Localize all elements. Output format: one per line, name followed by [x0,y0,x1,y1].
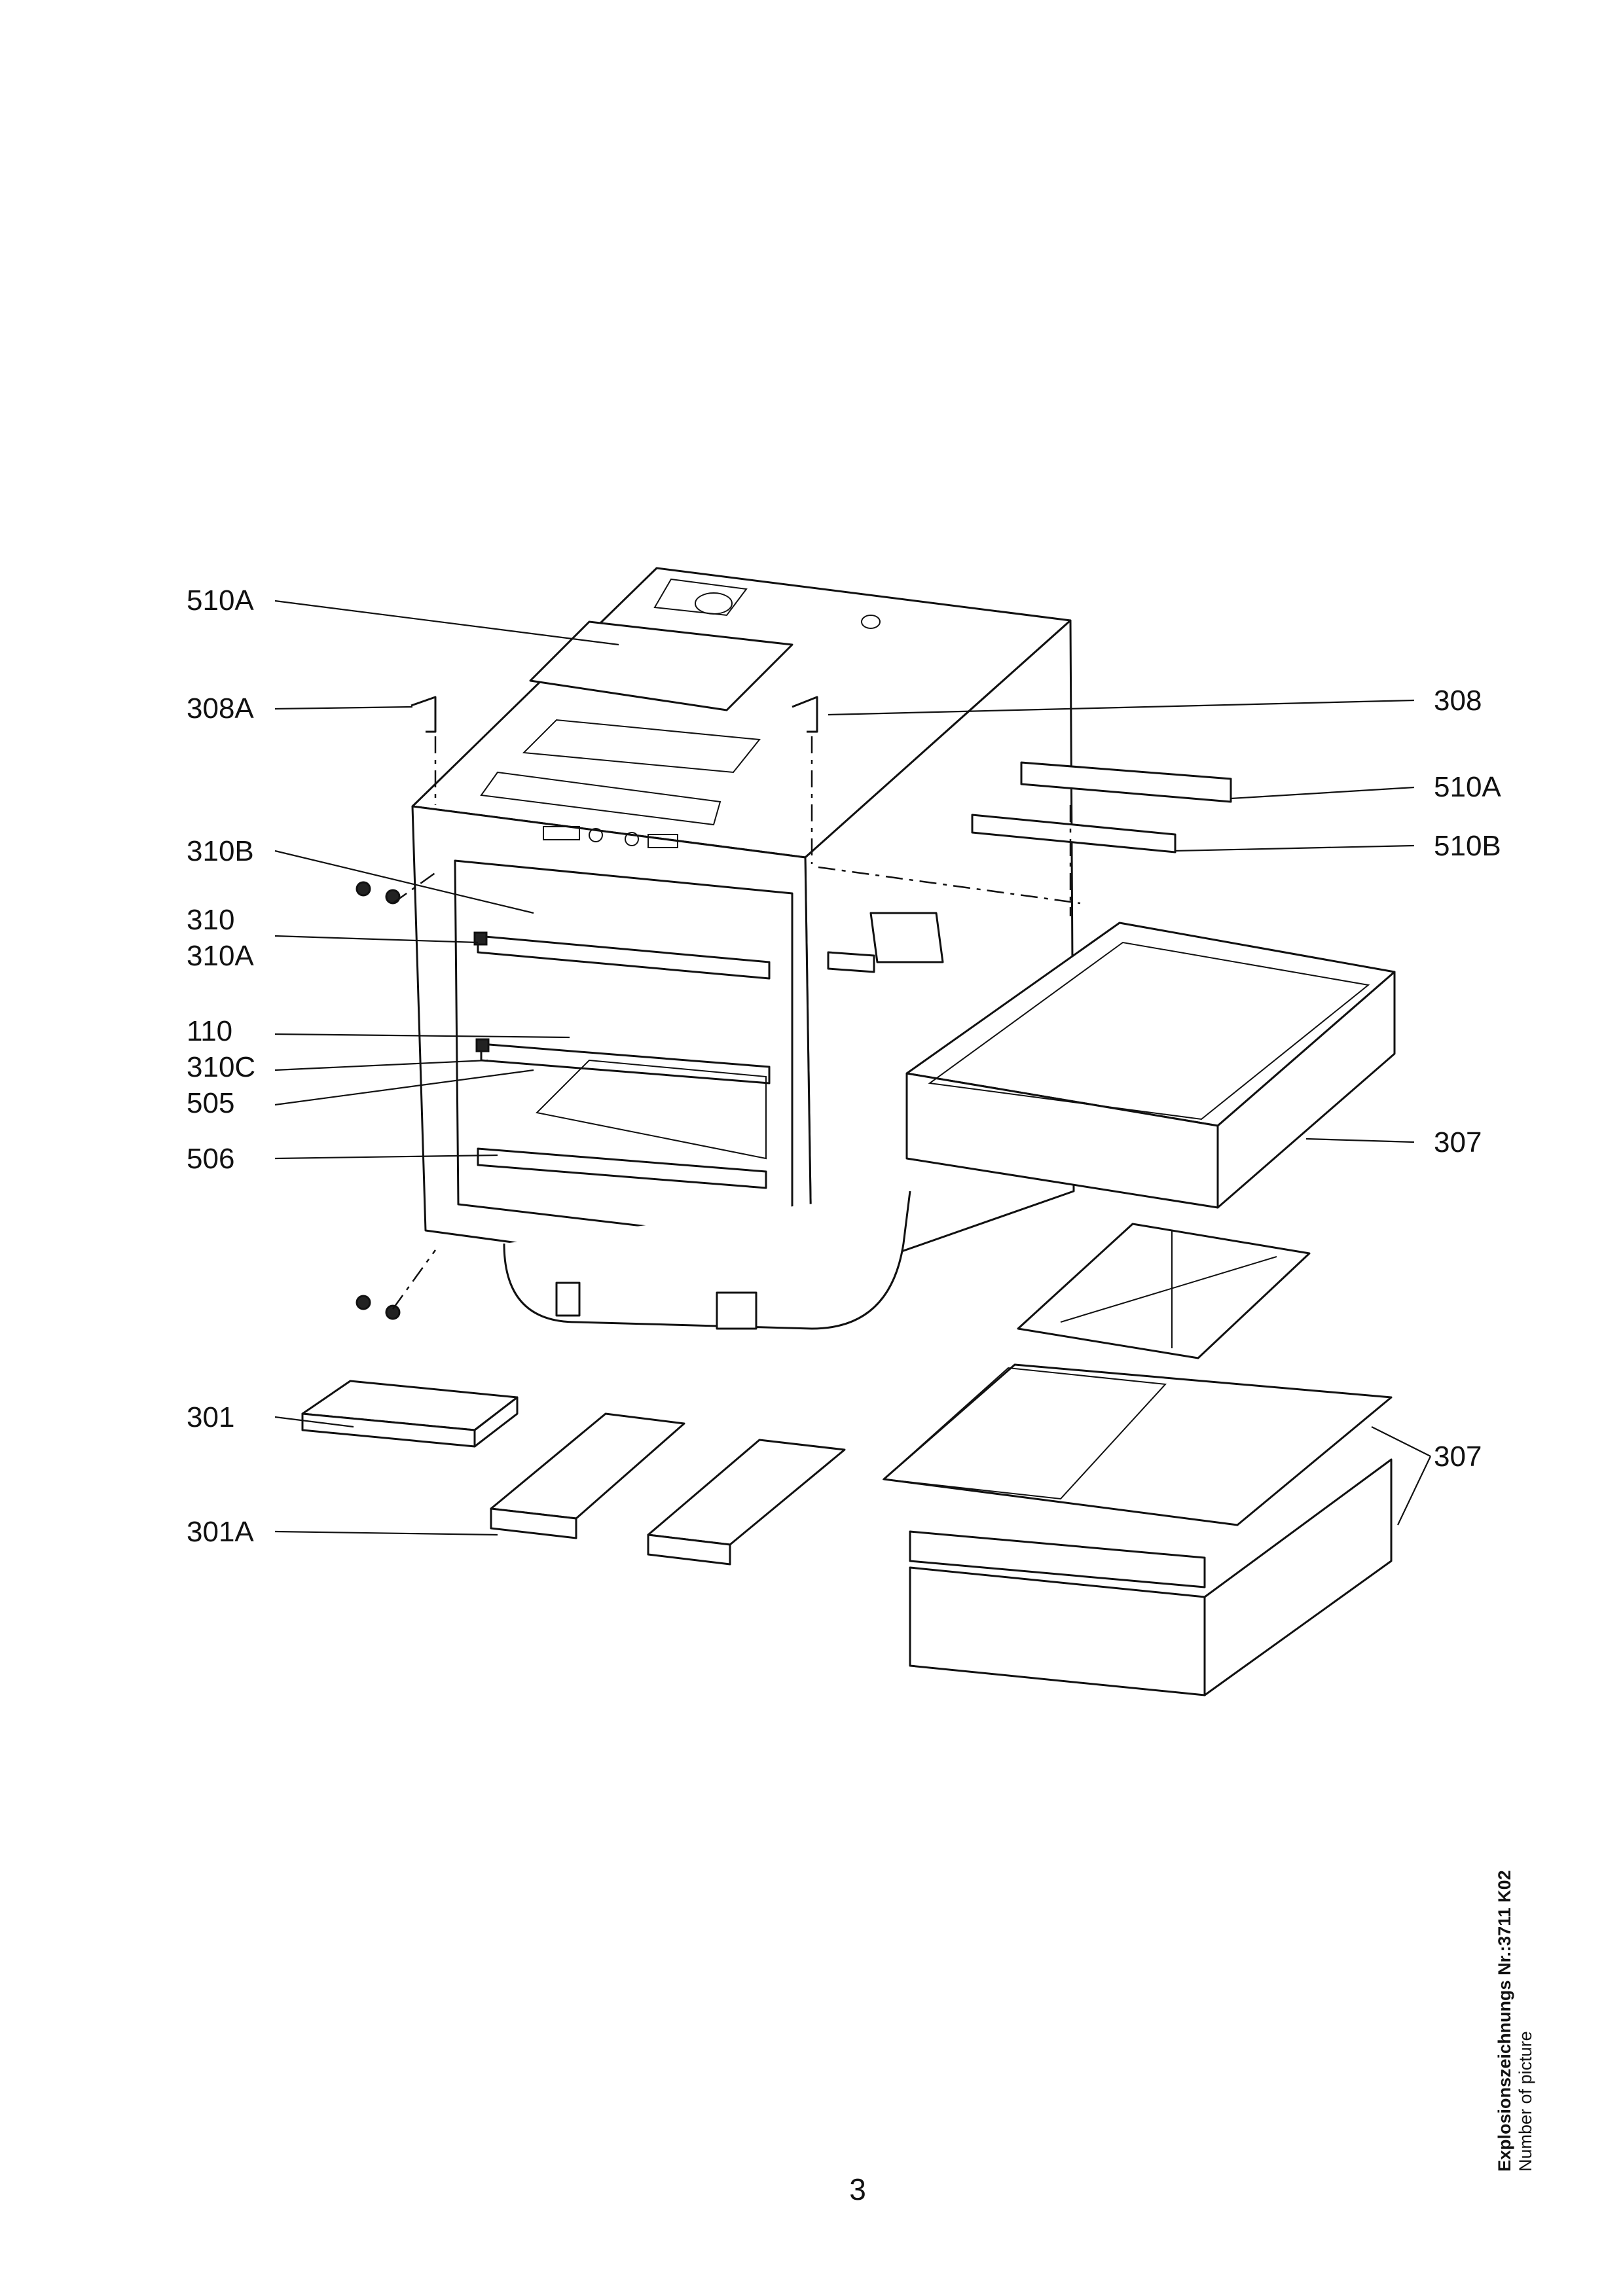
drawing-number-en: Number of picture [1516,2031,1535,2172]
assembly-lines [392,736,1081,1310]
callout-307-lower: 307 [1434,1441,1482,1473]
callout-301A: 301A [187,1516,254,1548]
page-number: 3 [849,2172,866,2206]
callout-110: 110 [187,1015,232,1047]
bracket-308 [792,696,818,733]
callout-308A: 308A [187,692,254,725]
drawer-307-lower [882,1363,1393,1696]
drawer-307-upper [905,922,1396,1209]
drawing-number-de: Explosionszeichnungs Nr.:3711 K02 [1495,1870,1514,2172]
screws [356,881,401,1320]
callout-310B: 310B [187,835,254,867]
bracket-308A [410,696,437,733]
ice-tray-301 [301,1380,519,1448]
callout-301: 301 [187,1401,234,1433]
callout-308: 308 [1434,685,1482,717]
leader-lines [274,600,1431,1536]
callout-505: 505 [187,1087,234,1119]
callout-310C: 310C [187,1051,255,1083]
cover-plate-510A [529,620,793,711]
callout-510A-left: 510A [187,584,254,617]
side-bracket [827,912,944,973]
control-panel-510A [1020,761,1232,803]
callout-310: 310 [187,904,234,936]
callout-510A-right: 510A [1434,771,1501,803]
drawer-frame-x [1017,1223,1311,1359]
ice-tray-301A-2 [647,1439,846,1566]
drawing-number-label: Explosionszeichnungs Nr.:3711 K02 Number… [1494,1870,1536,2172]
callout-310A: 310A [187,940,254,972]
control-strip-510B [971,814,1176,853]
callout-510B: 510B [1434,830,1501,862]
callout-506: 506 [187,1143,234,1175]
ice-tray-301A-1 [490,1412,685,1539]
callout-307-upper: 307 [1434,1126,1482,1158]
